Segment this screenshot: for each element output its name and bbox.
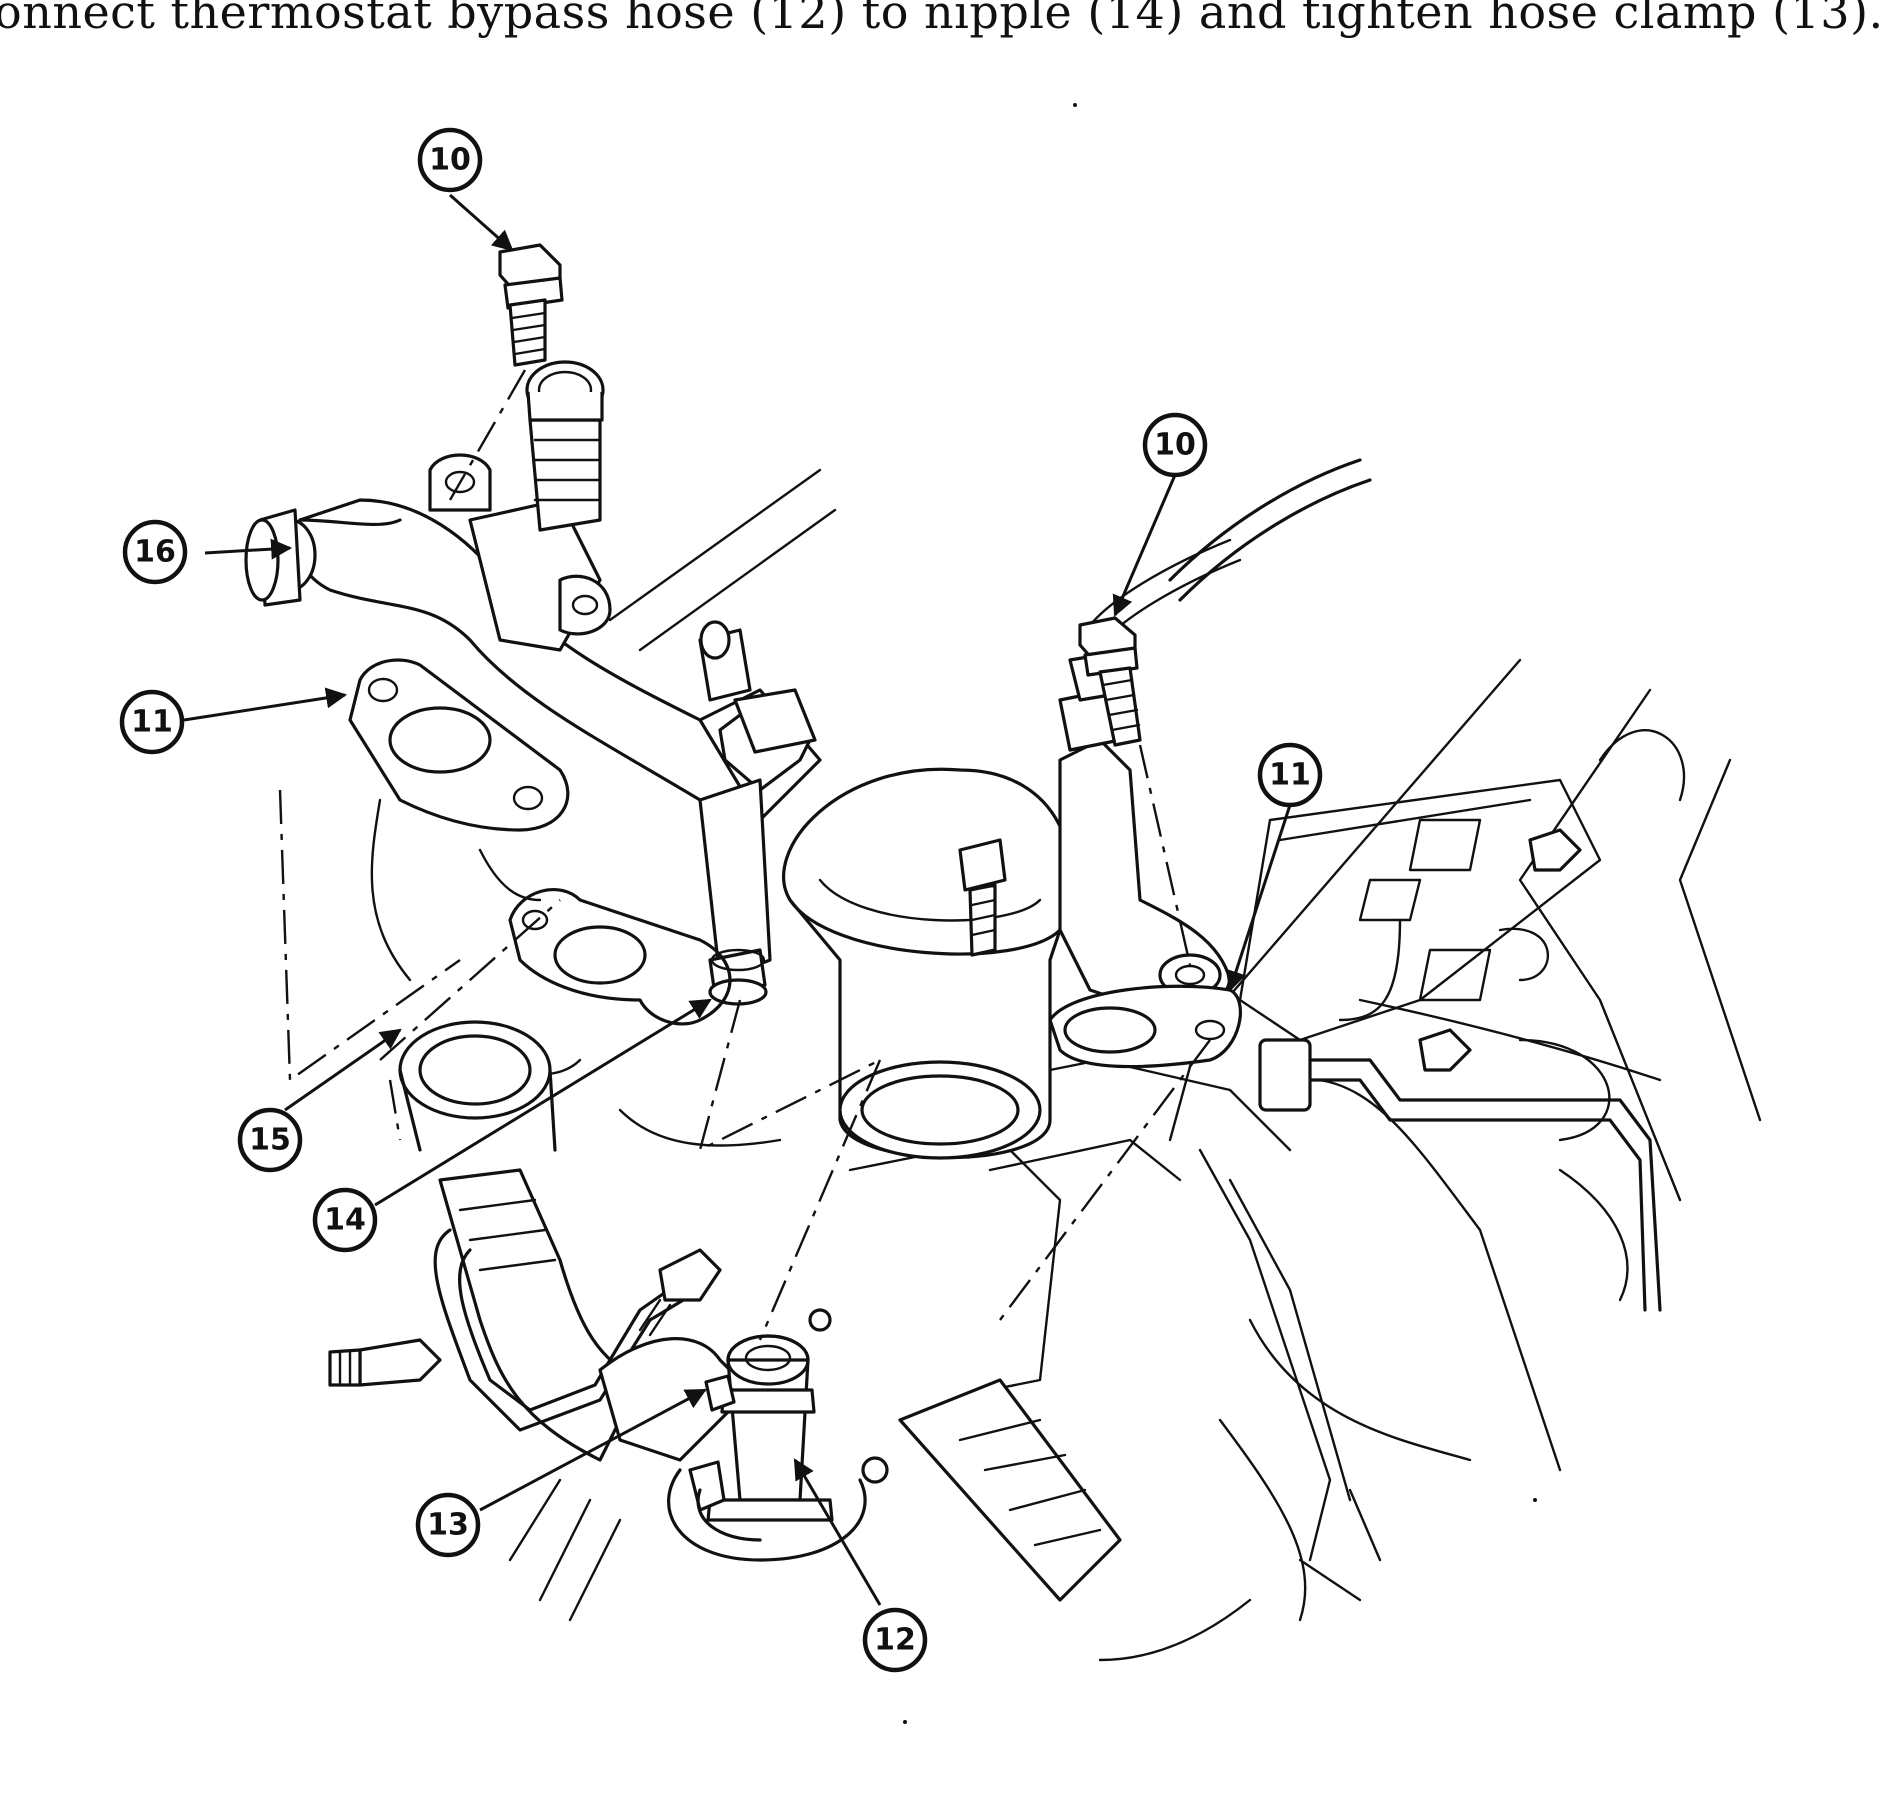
callout-13-label: 13 [427, 1508, 469, 1543]
callout-12-label: 12 [874, 1623, 916, 1658]
gasket-right [1048, 984, 1242, 1069]
callout-10-top: 10 [417, 127, 483, 193]
speck [903, 1720, 907, 1724]
leader-lines [183, 193, 1292, 1606]
thermostat-housing-illustration: 10 10 16 11 11 15 14 13 [119, 103, 1762, 1724]
bolt-right [1078, 616, 1142, 747]
callout-15-label: 15 [249, 1123, 291, 1158]
callout-12: 12 [862, 1607, 928, 1673]
engine-block-outline [498, 458, 1762, 1662]
thermostat-housing [782, 653, 1232, 1160]
diagram-page: onnect thermostat bypass hose (12) to ni… [0, 0, 1884, 1724]
water-outlet-pipe [244, 360, 822, 1006]
callout-10-right: 10 [1142, 412, 1208, 478]
speck [1073, 103, 1077, 107]
callout-14-label: 14 [324, 1203, 366, 1238]
bolt-left [498, 243, 564, 367]
callout-13: 13 [415, 1492, 481, 1558]
callout-16: 16 [122, 519, 188, 585]
callout-10-right-label: 10 [1154, 428, 1196, 463]
callout-11-left: 11 [119, 689, 185, 755]
speck [1533, 1498, 1537, 1502]
gasket-left [348, 658, 570, 832]
callout-15: 15 [237, 1107, 303, 1173]
lower-hose-assembly [328, 1020, 1122, 1622]
callout-11-left-label: 11 [131, 705, 173, 740]
center-lines [278, 369, 1211, 1341]
callout-16-label: 16 [134, 535, 176, 570]
callout-11-right: 11 [1257, 742, 1323, 808]
callout-14: 14 [312, 1187, 378, 1253]
callout-11-right-label: 11 [1269, 758, 1311, 793]
instruction-caption: onnect thermostat bypass hose (12) to ni… [0, 0, 1884, 39]
callout-10-top-label: 10 [429, 143, 471, 178]
mounting-surface [370, 798, 732, 1026]
